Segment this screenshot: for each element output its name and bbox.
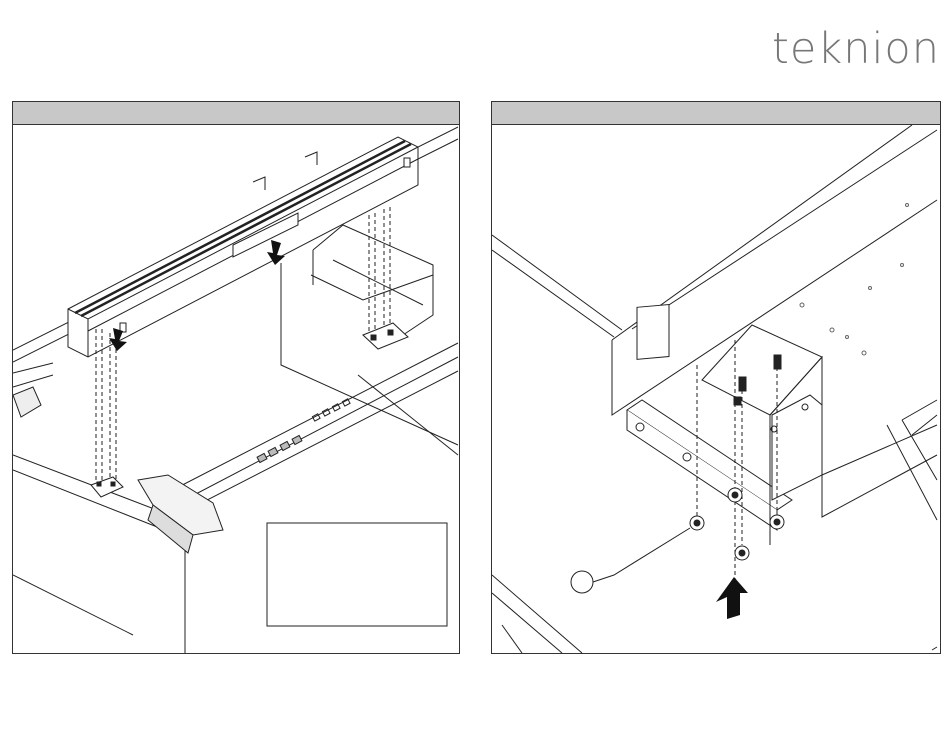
step-2-panel: [491, 101, 941, 654]
step-1-panel: [12, 101, 460, 654]
step-1-illustration: [13, 125, 459, 653]
up-arrow-icon: [716, 577, 748, 619]
step-2-header-bar: [492, 102, 940, 125]
teknion-logo: teknion: [772, 24, 940, 74]
step-1-header-bar: [13, 102, 459, 125]
step-2-illustration: [492, 125, 940, 653]
